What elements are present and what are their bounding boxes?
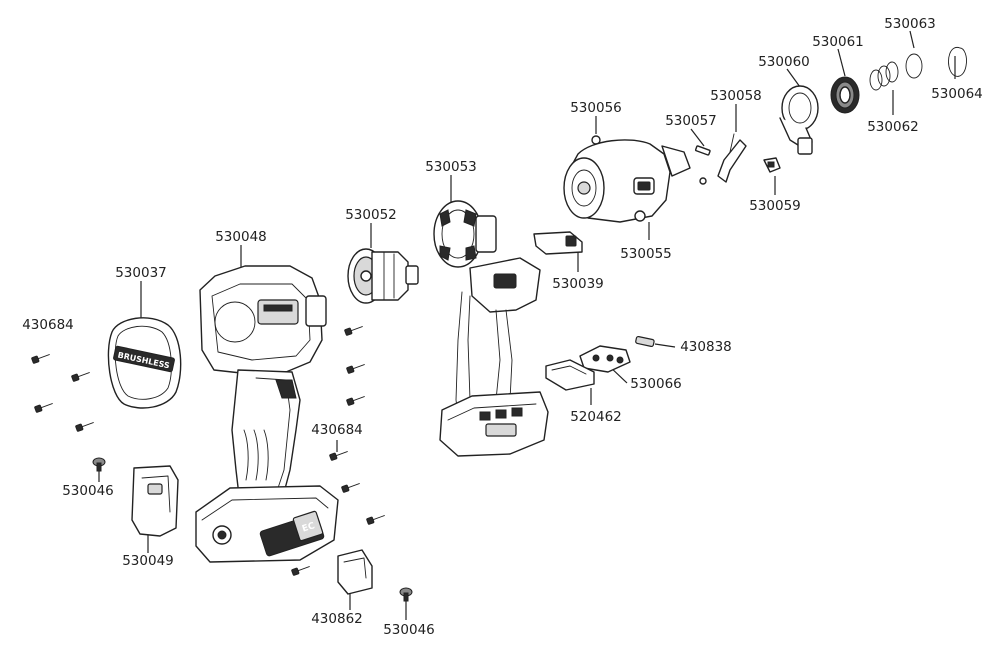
armature-530052 xyxy=(347,248,419,304)
label-530046-bottom: 530046 xyxy=(383,622,435,638)
part-labels: 530037 530048 530052 530053 530056 53005… xyxy=(22,16,983,638)
label-530055: 530055 xyxy=(620,246,672,262)
label-530039: 530039 xyxy=(552,276,604,292)
side-cover-530049 xyxy=(131,465,179,537)
clip-530058 xyxy=(717,133,747,183)
label-530060: 530060 xyxy=(758,54,810,70)
pin-530057 xyxy=(694,145,711,185)
battery-logo: EC xyxy=(301,521,317,535)
label-530049: 530049 xyxy=(122,553,174,569)
leader-lines xyxy=(98,30,956,620)
label-530063: 530063 xyxy=(884,16,936,32)
pin-430838 xyxy=(635,335,655,348)
label-530064: 530064 xyxy=(931,86,983,102)
label-430684-center: 430684 xyxy=(311,422,363,438)
switch-pcb-assembly xyxy=(439,257,549,457)
screw-group-left xyxy=(31,354,94,432)
screw-530046-b xyxy=(399,587,413,602)
motor-cover-530037: BRUSHLESS xyxy=(107,317,182,409)
label-530052: 530052 xyxy=(345,207,397,223)
label-530048: 530048 xyxy=(215,229,267,245)
label-530062: 530062 xyxy=(867,119,919,135)
label-530037: 530037 xyxy=(115,265,167,281)
screw-group-center xyxy=(291,326,385,576)
label-530061: 530061 xyxy=(812,34,864,50)
belt-clip-530066 xyxy=(579,345,631,373)
gear-housing-530055 xyxy=(563,139,691,223)
collar-530060 xyxy=(779,85,819,155)
label-430838: 430838 xyxy=(680,339,732,355)
label-430862: 430862 xyxy=(311,611,363,627)
label-530046-left: 530046 xyxy=(62,483,114,499)
washer-530063 xyxy=(905,53,923,79)
screw-530046-a xyxy=(92,457,106,472)
lever-530039 xyxy=(533,231,583,255)
label-430684-left: 430684 xyxy=(22,317,74,333)
springs-530062 xyxy=(869,61,899,91)
stator-530053 xyxy=(433,200,497,268)
housing-530048: EC xyxy=(195,265,339,563)
latch-430862 xyxy=(337,549,373,595)
bit-holder-520462 xyxy=(545,359,595,391)
label-530066: 530066 xyxy=(630,376,682,392)
block-530059 xyxy=(763,157,781,173)
label-530059: 530059 xyxy=(749,198,801,214)
label-530057: 530057 xyxy=(665,113,717,129)
ring-530061 xyxy=(830,76,860,114)
retaining-ring-530064 xyxy=(948,46,967,77)
label-530058: 530058 xyxy=(710,88,762,104)
label-530053: 530053 xyxy=(425,159,477,175)
label-530056: 530056 xyxy=(570,100,622,116)
label-520462: 520462 xyxy=(570,409,622,425)
